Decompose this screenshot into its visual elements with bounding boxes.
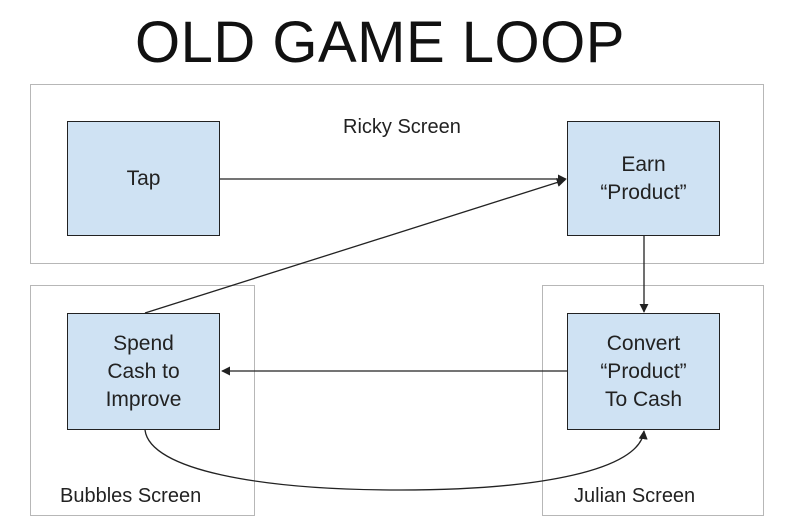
node-tap: Tap bbox=[67, 121, 220, 236]
region-label-julian: Julian Screen bbox=[574, 485, 696, 507]
node-spend-line-1: Spend bbox=[113, 331, 174, 355]
node-earn-product: Earn “Product” bbox=[567, 121, 720, 236]
region-label-bubbles: Bubbles Screen bbox=[60, 485, 202, 507]
node-spend-line-2: Cash to bbox=[107, 359, 180, 383]
node-convert-line-2: “Product” bbox=[600, 359, 687, 383]
node-convert-line-1: Convert bbox=[606, 331, 681, 355]
node-earn-line-2: “Product” bbox=[600, 180, 687, 204]
region-label-ricky: Ricky Screen bbox=[343, 116, 461, 138]
node-convert-line-3: To Cash bbox=[604, 387, 683, 411]
node-tap-line: Tap bbox=[126, 166, 161, 190]
node-convert-product: Convert “Product” To Cash bbox=[567, 313, 720, 430]
node-earn-line-1: Earn bbox=[621, 152, 666, 176]
node-spend-cash: Spend Cash to Improve bbox=[67, 313, 220, 430]
diagram-title: OLD GAME LOOP bbox=[135, 10, 625, 75]
node-spend-line-3: Improve bbox=[105, 387, 182, 411]
